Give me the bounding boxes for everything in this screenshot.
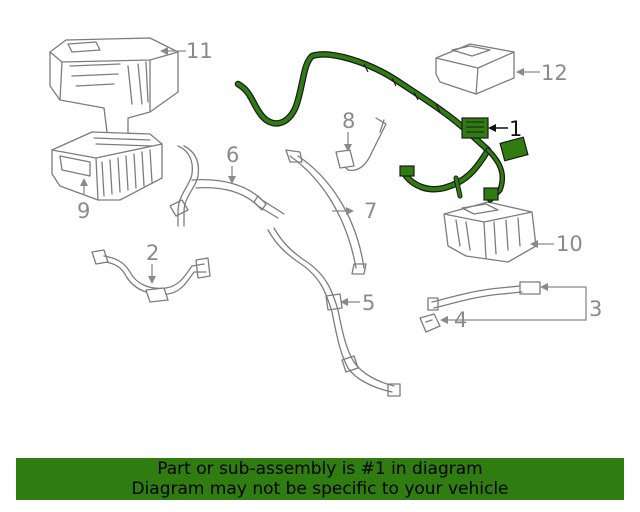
part-3-cable [427, 281, 541, 311]
part-6-cable [169, 145, 285, 227]
banner-line-2: Diagram may not be specific to your vehi… [131, 479, 509, 499]
harness-connector [499, 136, 529, 162]
callout-10: 10 [556, 232, 583, 256]
part-8-cable [335, 117, 387, 172]
callout-2: 2 [146, 241, 159, 265]
part-4-terminal [419, 313, 441, 333]
callout-6: 6 [226, 143, 239, 167]
part-1-wiring-harness [234, 51, 529, 203]
callout-1: 1 [509, 117, 522, 141]
callout-5: 5 [362, 291, 375, 315]
callout-8: 8 [342, 109, 355, 133]
callout-3: 3 [589, 297, 602, 321]
callout-9: 9 [77, 199, 90, 223]
part-7-strap [285, 149, 367, 275]
part-9-fuse-block [51, 131, 163, 201]
part-12-module [435, 43, 515, 95]
banner-line-1: Part or sub-assembly is #1 in diagram [157, 459, 483, 479]
harness-connector [399, 165, 415, 177]
harness-connector [461, 117, 489, 139]
callout-4: 4 [454, 308, 467, 332]
callout-11: 11 [186, 39, 213, 63]
parts-diagram: 1 2 3 4 5 6 7 8 9 10 11 12 [49, 37, 602, 397]
part-5-cable [267, 227, 401, 397]
part-2-cable [91, 249, 211, 303]
harness-connector [483, 187, 499, 201]
callout-12: 12 [541, 61, 568, 85]
part-10-junction-block [443, 201, 537, 263]
part-11-fuse-cover [49, 37, 179, 141]
disclaimer-banner: Part or sub-assembly is #1 in diagram Di… [16, 458, 624, 500]
callout-7: 7 [364, 199, 377, 223]
